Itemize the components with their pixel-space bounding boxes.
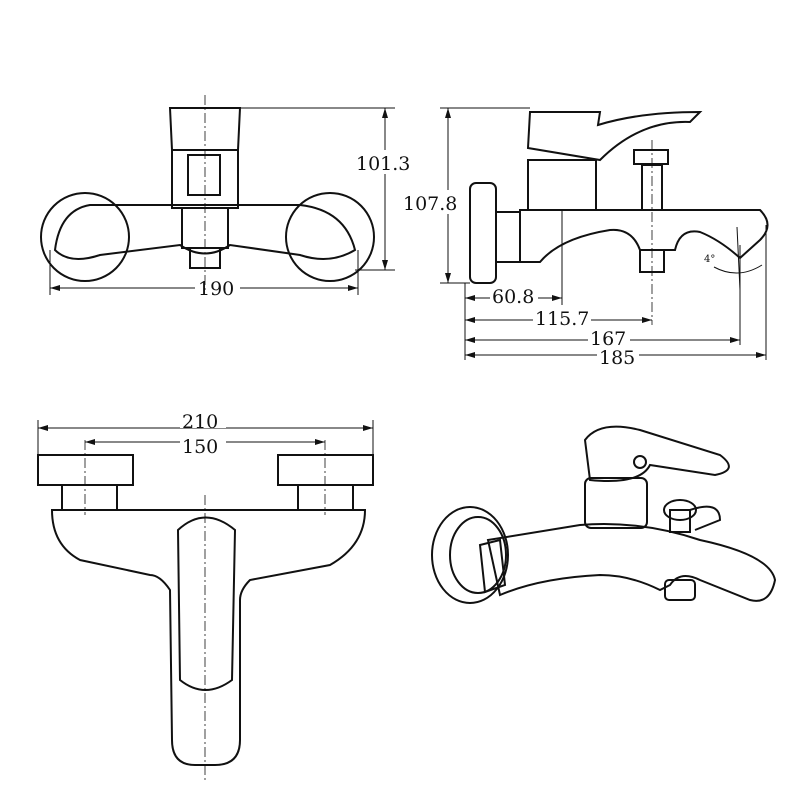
front-view: 101.3 190 bbox=[40, 95, 420, 300]
height-label-front: 101.3 bbox=[356, 153, 410, 175]
outer-width-label: 210 bbox=[182, 411, 218, 433]
dim-167: 167 bbox=[590, 328, 626, 350]
dim-185: 185 bbox=[599, 347, 635, 369]
width-label-front: 190 bbox=[198, 278, 234, 300]
side-view: 107.8 4° 60.8 115.7 167 185 bbox=[402, 107, 769, 369]
dim-60-8: 60.8 bbox=[492, 286, 534, 308]
height-label-side: 107.8 bbox=[403, 193, 457, 215]
dim-115-7: 115.7 bbox=[535, 308, 589, 330]
angle-label: 4° bbox=[704, 254, 715, 265]
inner-width-label: 150 bbox=[182, 436, 218, 458]
top-view: 210 150 bbox=[37, 411, 374, 780]
isometric-view bbox=[431, 425, 777, 604]
